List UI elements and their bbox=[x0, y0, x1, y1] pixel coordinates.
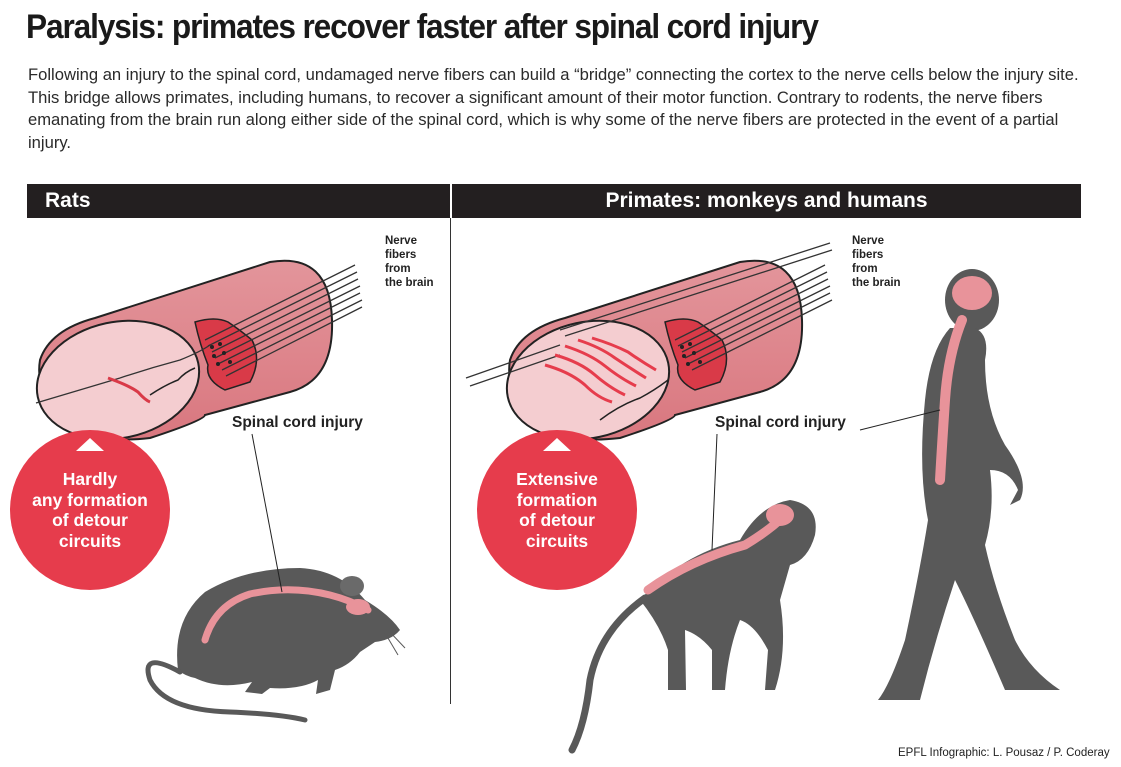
monkey-silhouette bbox=[568, 500, 816, 754]
primate-fiber-ends bbox=[680, 342, 702, 366]
human-silhouette bbox=[878, 269, 1060, 700]
rat-whiskers bbox=[384, 629, 406, 656]
primate-outcome-circle: Extensive formation of detour circuits bbox=[477, 430, 637, 590]
rat-brain bbox=[346, 599, 370, 615]
primate-injury-label: Spinal cord injury bbox=[715, 414, 846, 431]
rat-detour-fiber bbox=[107, 376, 151, 404]
rat-fiber-ends bbox=[210, 342, 232, 366]
credit-line: EPFL Infographic: L. Pousaz / P. Coderay bbox=[898, 747, 1110, 759]
rat-injury-label: Spinal cord injury bbox=[232, 414, 363, 431]
primates-header: Primates: monkeys and humans bbox=[452, 184, 1081, 218]
rat-ear bbox=[340, 576, 364, 596]
primate-injury-pointer-monkey bbox=[711, 433, 718, 551]
primate-cord-cross-section bbox=[505, 319, 671, 441]
rat-silhouette bbox=[145, 568, 406, 723]
rat-circle-pointer-icon bbox=[76, 438, 104, 451]
intro-paragraph: Following an injury to the spinal cord, … bbox=[28, 65, 1079, 152]
primate-nerve-fibers bbox=[465, 242, 833, 387]
human-brain bbox=[952, 276, 992, 310]
monkey-spinal-cord-highlight bbox=[643, 510, 790, 595]
rat-nerve-label: Nerve fibers from the brain bbox=[385, 235, 434, 289]
panel-divider bbox=[450, 218, 451, 704]
human-spinal-cord-highlight bbox=[935, 315, 967, 485]
rat-spinal-cord bbox=[35, 259, 363, 441]
page-title: Paralysis: primates recover faster after… bbox=[26, 8, 819, 46]
rat-nerve-fibers bbox=[35, 264, 363, 404]
primate-circle-pointer-icon bbox=[543, 438, 571, 451]
rats-header: Rats bbox=[27, 184, 450, 218]
primate-injury-pointer-human bbox=[859, 409, 941, 431]
rat-injury-pointer bbox=[251, 433, 283, 593]
rat-spinal-cord-highlight bbox=[201, 586, 372, 644]
rat-tail bbox=[145, 660, 308, 723]
rat-outcome-circle: Hardly any formation of detour circuits bbox=[10, 430, 170, 590]
rat-cord-cross-section bbox=[35, 319, 201, 441]
primate-nerve-label: Nerve fibers from the brain bbox=[852, 235, 901, 289]
primate-spinal-cord bbox=[465, 242, 833, 441]
primate-detour-fibers bbox=[544, 336, 657, 404]
monkey-brain bbox=[766, 504, 794, 526]
monkey-tail bbox=[568, 594, 649, 754]
